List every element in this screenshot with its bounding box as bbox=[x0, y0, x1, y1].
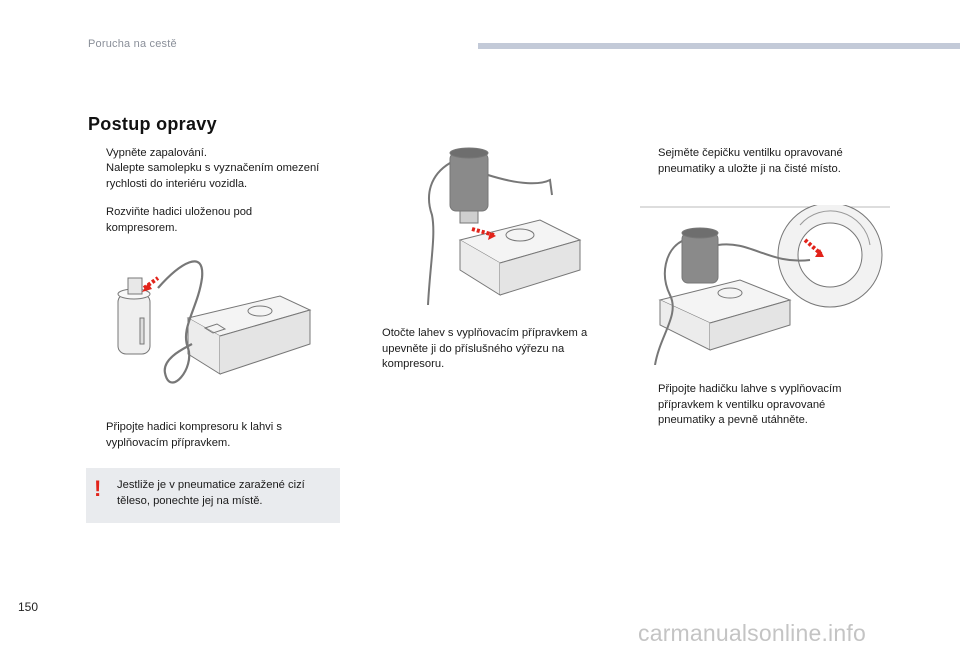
step-item: Připojte hadičku lahve s vyplňovacím pří… bbox=[640, 382, 880, 430]
running-header: Porucha na cestě bbox=[88, 38, 177, 50]
warning-icon: ! bbox=[94, 476, 102, 501]
step-text: Nalepte samolepku s vyznačením omezení r… bbox=[106, 162, 320, 190]
step-item: Rozviňte hadici uloženou pod kompresorem… bbox=[88, 205, 288, 237]
step-item: Vypněte zapalování. bbox=[88, 146, 338, 162]
warning-text: Jestliže je v pneumatice zaražené cizí t… bbox=[117, 479, 305, 507]
page-number: 150 bbox=[18, 600, 39, 614]
bottle-on-compressor-illustration bbox=[427, 147, 582, 306]
step-text: Otočte lahev s vyplňovacím přípravkem a … bbox=[382, 327, 588, 370]
step-text: Připojte hadičku lahve s vyplňovacím pří… bbox=[658, 383, 842, 426]
step-item: Otočte lahev s vyplňovacím přípravkem a … bbox=[364, 326, 604, 374]
section-title: Postup opravy bbox=[88, 114, 217, 134]
watermark: carmanualsonline.info bbox=[638, 620, 866, 646]
tire-valve-illustration bbox=[640, 205, 890, 365]
step-item: Nalepte samolepku s vyznačením omezení r… bbox=[88, 161, 350, 193]
compressor-bottle-illustration bbox=[117, 260, 312, 384]
step-item: Sejměte čepičku ventilku opravované pneu… bbox=[640, 146, 880, 178]
step-text: Vypněte zapalování. bbox=[106, 147, 207, 159]
step-text: Připojte hadici kompresoru k lahvi s vyp… bbox=[106, 421, 282, 449]
step-text: Rozviňte hadici uloženou pod kompresorem… bbox=[106, 206, 253, 234]
header-bar bbox=[478, 43, 960, 49]
step-text: Sejměte čepičku ventilku opravované pneu… bbox=[658, 147, 843, 175]
step-item: Připojte hadici kompresoru k lahvi s vyp… bbox=[88, 420, 328, 452]
warning-box: ! Jestliže je v pneumatice zaražené cizí… bbox=[86, 468, 340, 523]
